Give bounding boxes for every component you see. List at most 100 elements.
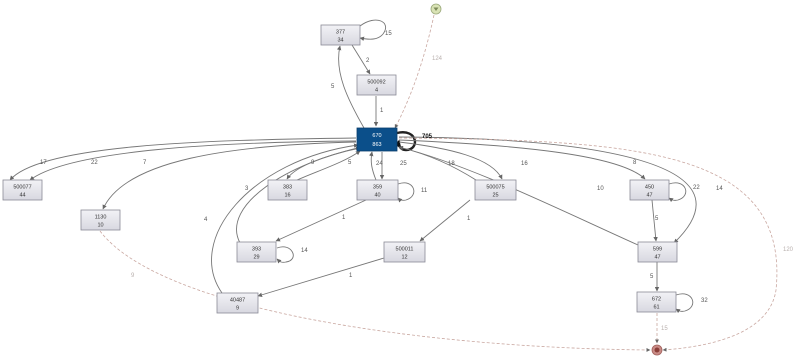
edge-label: 16 (521, 161, 528, 167)
edge-label: 18 (448, 161, 455, 167)
edge-670-to-500077-a (9, 137, 357, 181)
edge-label: 32 (701, 298, 708, 304)
edge-500075-to-500011 (419, 199, 471, 242)
edge-label: 11 (421, 188, 428, 194)
edge-500011-to-40487 (257, 257, 385, 297)
edge-label: 1 (467, 216, 471, 222)
svg-text:16: 16 (284, 193, 290, 199)
edges-layer (9, 14, 778, 352)
edge-labels-layer: 124 15 2 5 1 705 17 22 7 9 5 24 25 11 3 … (40, 31, 793, 332)
edge-start-to-670 (394, 14, 435, 129)
edge-1130-to-end (99, 230, 651, 352)
edge-label: 10 (597, 186, 604, 192)
edge-450-to-599 (651, 199, 658, 242)
edge-label: 2 (366, 58, 370, 64)
edge-450-self (668, 182, 687, 203)
edge-label: 22 (91, 160, 98, 166)
edge-label: 25 (400, 161, 407, 167)
edge-40487-to-670 (211, 143, 359, 294)
edge-label: 1 (380, 108, 384, 114)
edge-359-to-393 (275, 199, 367, 242)
svg-text:10: 10 (97, 223, 103, 229)
edge-label: 17 (40, 160, 47, 166)
edge-670-to-500077-b (29, 140, 357, 181)
edge-label: 8 (633, 160, 637, 166)
edge-672-self (675, 293, 694, 314)
edge-670-to-377 (336, 45, 365, 129)
svg-text:25: 25 (492, 193, 498, 199)
edge-670-to-500075 (398, 141, 503, 180)
edge-377-to-500092 (351, 44, 371, 75)
svg-text:40487: 40487 (230, 298, 245, 304)
edge-label: 3 (245, 186, 249, 192)
node-500077[interactable]: 500077 44 (2, 179, 43, 201)
edge-label: 1 (349, 273, 353, 279)
edge-label: 15 (661, 326, 668, 332)
svg-text:500075: 500075 (486, 185, 504, 191)
svg-text:44: 44 (19, 193, 25, 199)
edge-383-to-670 (296, 150, 361, 181)
edge-670-to-1130 (102, 141, 357, 210)
svg-text:47: 47 (646, 193, 652, 199)
svg-text:4: 4 (375, 88, 378, 94)
edge-377-self (359, 19, 386, 42)
svg-text:450: 450 (645, 185, 654, 191)
svg-text:500077: 500077 (13, 185, 31, 191)
edge-393-self (276, 246, 294, 264)
end-node[interactable] (651, 344, 663, 356)
node-500092[interactable]: 500092 4 (356, 74, 397, 96)
edge-670-to-end (398, 137, 778, 352)
edge-label: 7 (143, 160, 147, 166)
edge-label: 5 (655, 216, 659, 222)
svg-text:40: 40 (374, 193, 380, 199)
svg-text:599: 599 (653, 247, 662, 253)
edge-599-to-670 (398, 145, 639, 246)
edge-label: 4 (204, 217, 208, 223)
svg-text:12: 12 (401, 255, 407, 261)
node-500075[interactable]: 500075 25 (474, 179, 517, 201)
start-node[interactable] (430, 3, 442, 15)
svg-text:29: 29 (253, 255, 259, 261)
edge-label: 5 (348, 160, 352, 166)
edge-label: 14 (301, 248, 308, 254)
svg-text:500092: 500092 (367, 80, 385, 86)
svg-text:383: 383 (283, 185, 292, 191)
edge-670-self (394, 131, 417, 152)
edge-500075-to-670 (398, 145, 477, 181)
edge-label: 1 (342, 215, 346, 221)
node-40487[interactable]: 40487 9 (216, 292, 259, 314)
svg-text:61: 61 (653, 305, 659, 311)
svg-text:34: 34 (337, 38, 343, 44)
edge-670-to-450 (398, 139, 646, 180)
svg-text:9: 9 (236, 306, 239, 312)
edge-label: 9 (311, 160, 315, 166)
svg-text:377: 377 (336, 30, 345, 36)
node-670[interactable]: 670 863 (356, 127, 398, 152)
edge-label: 5 (650, 274, 654, 280)
svg-text:863: 863 (372, 142, 381, 148)
svg-text:672: 672 (652, 297, 661, 303)
edge-label: 705 (422, 134, 433, 140)
edge-label: 124 (432, 56, 443, 62)
svg-text:359: 359 (373, 185, 382, 191)
svg-text:670: 670 (372, 133, 381, 139)
edge-359-self (397, 182, 415, 203)
svg-text:393: 393 (252, 247, 261, 253)
edge-label: 24 (376, 161, 383, 167)
edge-label: 9 (131, 273, 135, 279)
edge-670-to-599 (398, 136, 697, 244)
edge-label: 5 (331, 84, 335, 90)
edge-393-to-670 (236, 146, 361, 244)
edge-label: 14 (716, 186, 723, 192)
